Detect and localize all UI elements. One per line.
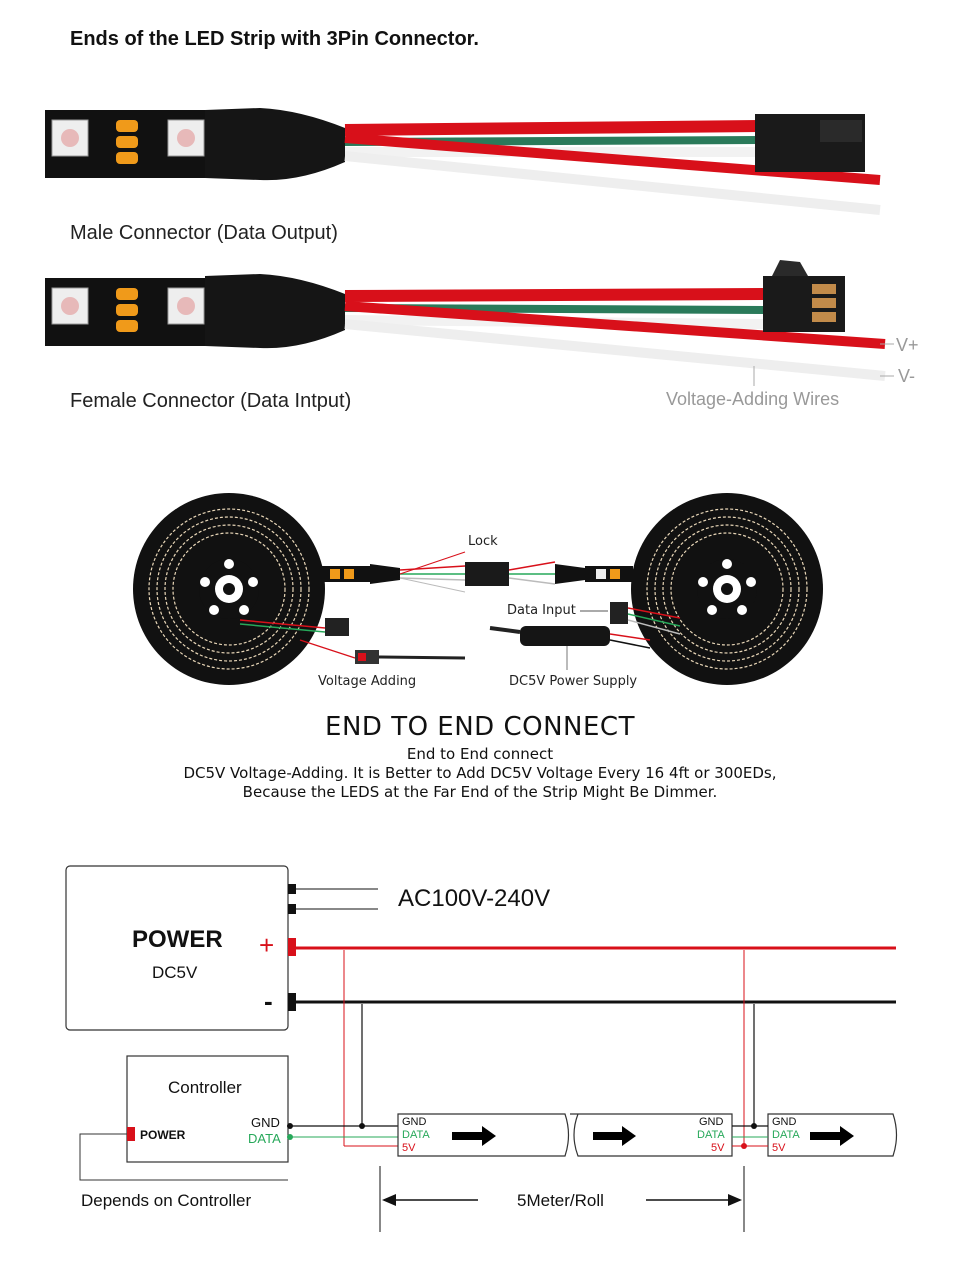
arrow-right-icon: [593, 1126, 636, 1146]
female-connector-image: [45, 260, 894, 386]
end-to-end-line1: End to End connect: [406, 745, 554, 763]
section1-title: Ends of the LED Strip with 3Pin Connecto…: [70, 28, 479, 50]
seg3-5v: 5V: [772, 1142, 786, 1154]
seg2-data: DATA: [697, 1129, 725, 1141]
male-connector-image: [45, 108, 881, 215]
controller-box: [126, 1055, 289, 1163]
controller-power-label: POWER: [140, 1128, 186, 1142]
power-title: POWER: [132, 926, 223, 953]
seg3-gnd: GND: [772, 1116, 797, 1128]
seg2-5v: 5V: [711, 1142, 725, 1154]
depends-on-controller-label: Depends on Controller: [81, 1191, 252, 1210]
end-to-end-title: END TO END CONNECT: [325, 712, 635, 742]
arrow-right-icon: [452, 1126, 496, 1146]
led-reel-right: [631, 493, 823, 685]
connector-photos: [45, 108, 894, 386]
voltage-wires-label: Voltage-Adding Wires: [666, 389, 840, 409]
arrow-right-icon: [810, 1126, 854, 1146]
ac-input-label: AC100V-240V: [398, 885, 551, 912]
lock-label: Lock: [468, 534, 498, 549]
controller-title: Controller: [168, 1078, 242, 1097]
seg1-5v: 5V: [402, 1142, 416, 1154]
power-supply-label: DC5V Power Supply: [509, 674, 638, 689]
minus-sign: -: [264, 986, 273, 1016]
voltage-adding-label: Voltage Adding: [318, 674, 417, 689]
seg2-gnd: GND: [699, 1116, 724, 1128]
end-to-end-image: [133, 493, 823, 685]
vplus-label: V+: [896, 335, 919, 355]
wiring-diagram: [65, 865, 898, 1232]
end-to-end-line2: DC5V Voltage-Adding. It is Better to Add…: [183, 764, 777, 782]
seg1-data: DATA: [402, 1129, 430, 1141]
length-label: 5Meter/Roll: [517, 1191, 604, 1210]
seg1-gnd: GND: [402, 1116, 427, 1128]
controller-gnd-label: GND: [251, 1115, 280, 1130]
seg3-data: DATA: [772, 1129, 800, 1141]
female-connector-label: Female Connector (Data Intput): [70, 390, 352, 412]
end-to-end-line3: Because the LEDS at the Far End of the S…: [242, 783, 718, 801]
vminus-label: V-: [898, 366, 916, 386]
power-subtitle: DC5V: [152, 963, 198, 982]
led-reel-left: [133, 493, 325, 685]
plus-sign: +: [259, 930, 275, 960]
male-connector-label: Male Connector (Data Output): [70, 222, 338, 244]
controller-data-label: DATA: [248, 1131, 281, 1146]
data-input-label: Data Input: [507, 603, 576, 618]
